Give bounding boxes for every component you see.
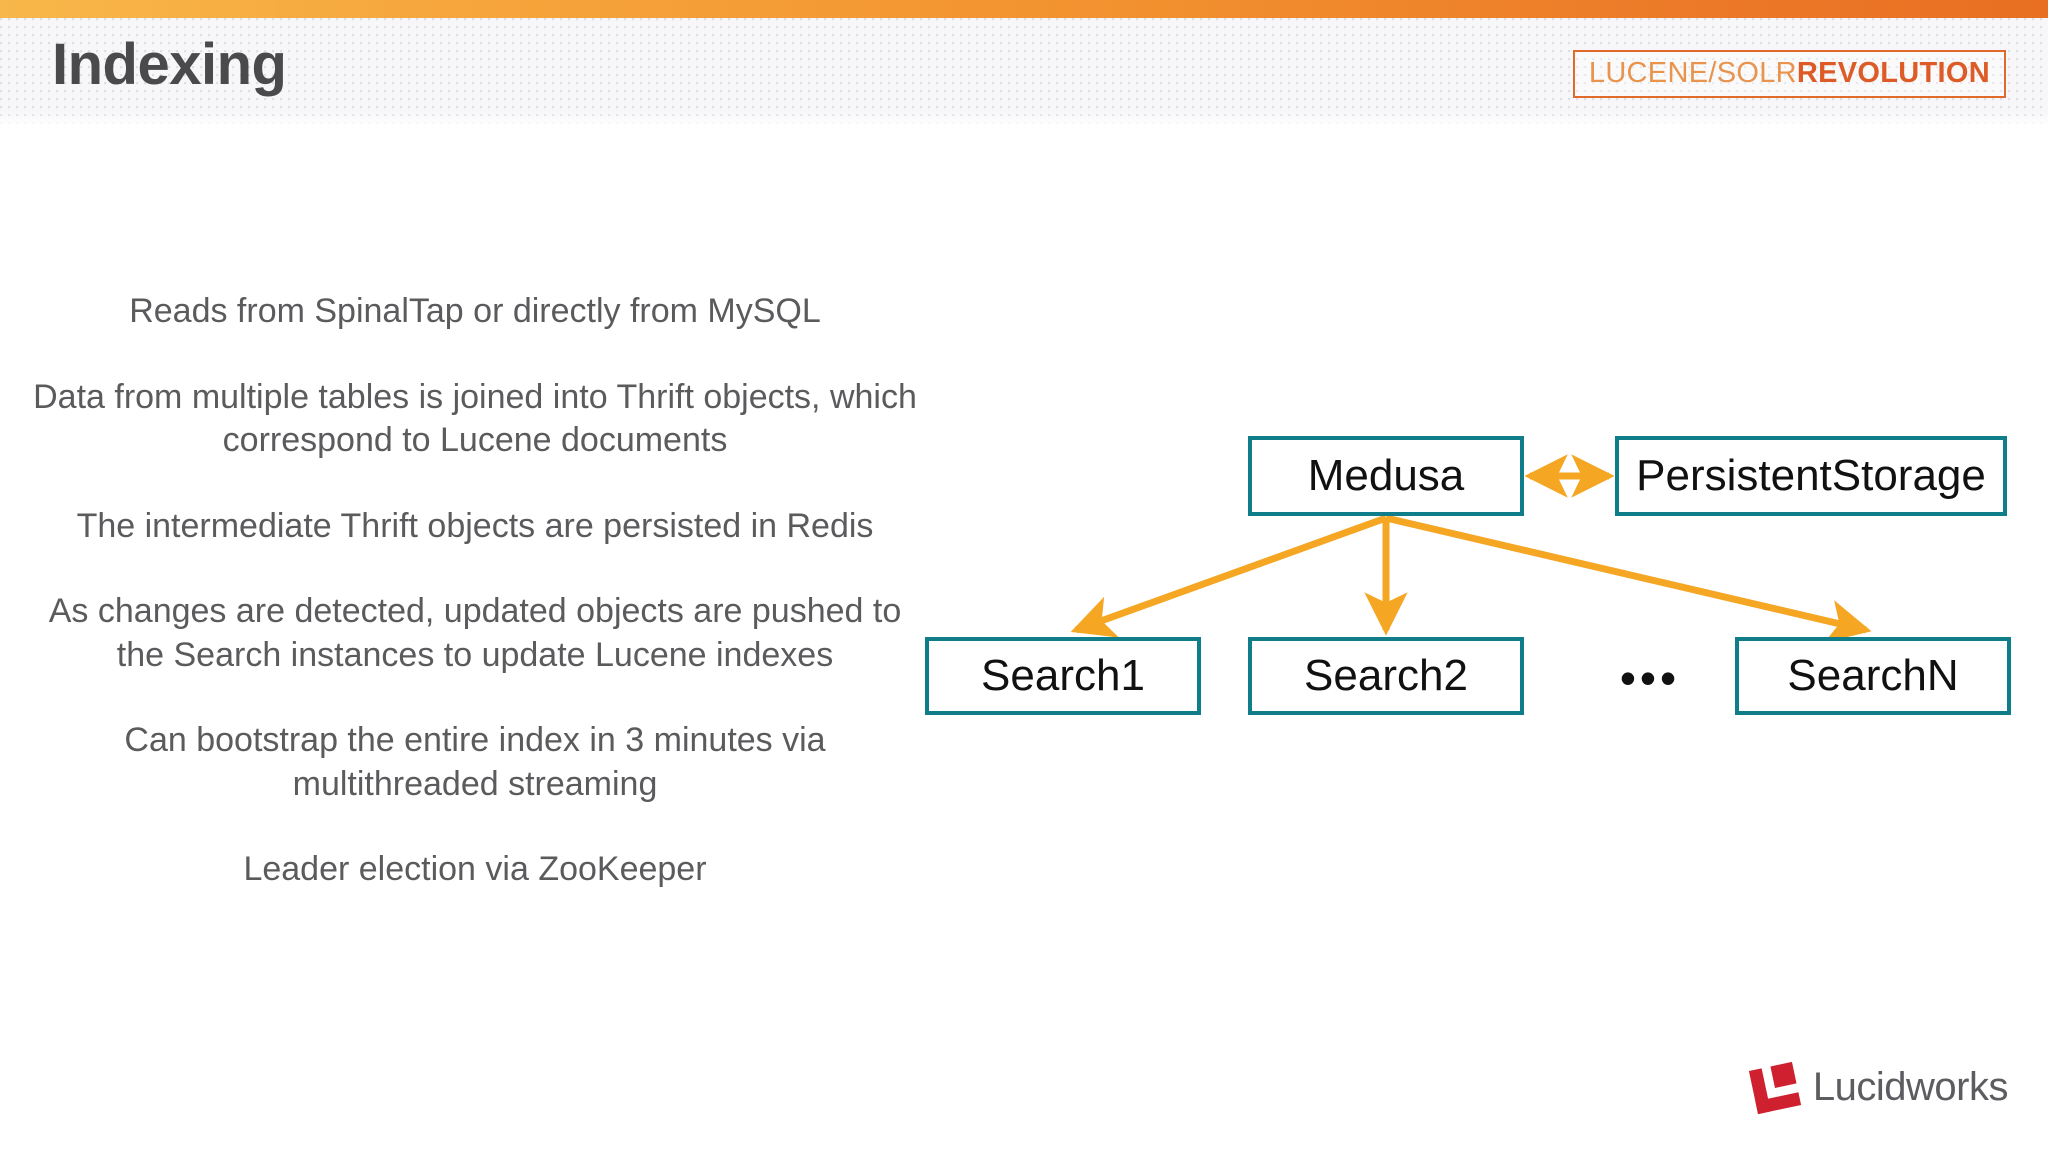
page-title: Indexing — [52, 32, 287, 97]
node-medusa[interactable]: Medusa — [1248, 436, 1524, 516]
edge-medusa-searchn — [1385, 514, 1872, 643]
bullet-item: Can bootstrap the entire index in 3 minu… — [124, 721, 826, 803]
ellipsis-indicator: ••• — [1619, 652, 1681, 704]
badge-light-text: LUCENE/SOLR — [1588, 57, 1797, 89]
bullet-item: The intermediate Thrift objects are pers… — [76, 506, 874, 545]
bullet-item: Data from multiple tables is joined into… — [33, 377, 917, 460]
diagram-arrows — [1070, 454, 1872, 643]
top-accent-bar — [0, 0, 2048, 18]
node-persistent-storage[interactable]: PersistentStorage — [1615, 436, 2007, 516]
conference-badge: LUCENE/SOLRREVOLUTION — [1572, 50, 2006, 98]
bullet-item: Reads from SpinalTap or directly from My… — [129, 292, 821, 330]
bullet-item: As changes are detected, updated objects… — [48, 592, 902, 674]
lucidworks-logo-text: Lucidworks — [1812, 1065, 2009, 1109]
edge-medusa-search1 — [1070, 514, 1388, 638]
architecture-diagram: Medusa PersistentStorage Search1 Search2… — [900, 400, 2030, 760]
lucidworks-mark-icon — [1748, 1061, 1802, 1114]
node-searchn[interactable]: SearchN — [1735, 637, 2011, 715]
node-search2[interactable]: Search2 — [1248, 637, 1524, 715]
lucidworks-logo: Lucidworks — [1748, 1061, 2009, 1114]
node-search1[interactable]: Search1 — [925, 637, 1201, 715]
bullet-list: Reads from SpinalTap or directly from My… — [30, 290, 920, 892]
bullet-item: Leader election via ZooKeeper — [243, 850, 707, 889]
header-band — [0, 18, 2048, 126]
badge-bold-text: REVOLUTION — [1796, 57, 1990, 89]
